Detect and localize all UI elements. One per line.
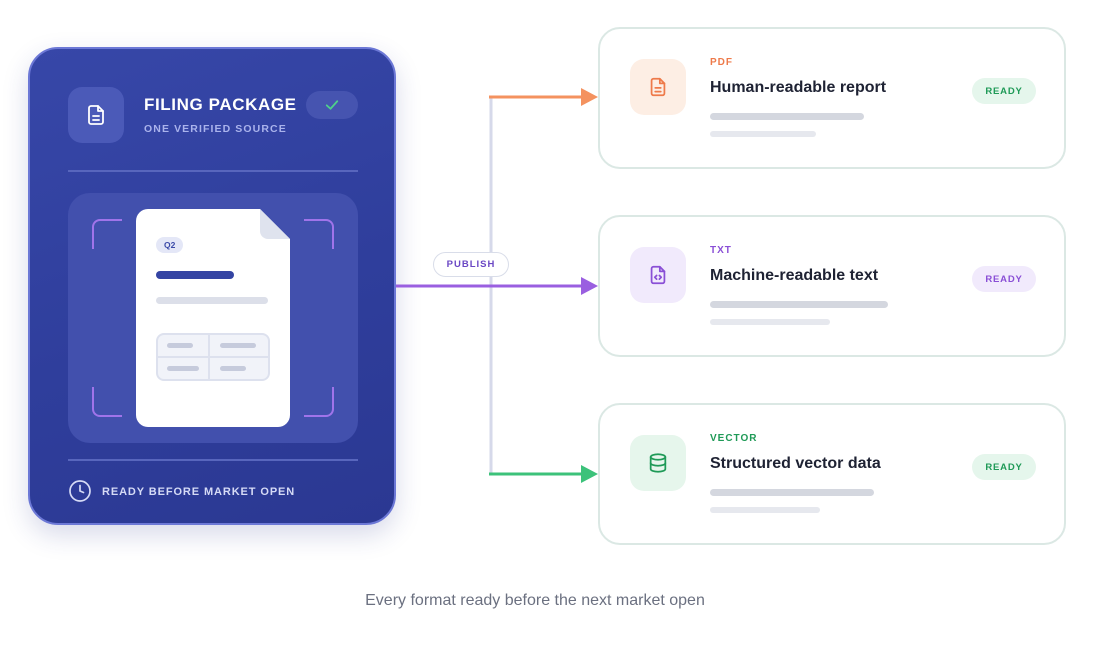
- txt-icon-tile: [630, 247, 686, 303]
- output-title: Structured vector data: [710, 455, 881, 472]
- source-footer: READY BEFORE MARKET OPEN: [102, 486, 296, 498]
- scan-corner: [304, 387, 334, 417]
- document-icon: [650, 77, 666, 97]
- placeholder-line: [710, 113, 864, 120]
- placeholder-line: [710, 301, 888, 308]
- source-card: FILING PACKAGE ONE VERIFIED SOURCE Q2: [28, 47, 396, 525]
- pdf-icon-tile: [630, 59, 686, 115]
- clock-icon: [69, 480, 91, 502]
- source-icon-tile: [68, 87, 124, 143]
- code-file-icon: [650, 265, 666, 285]
- status-badge: READY: [972, 454, 1036, 480]
- source-title: FILING PACKAGE: [144, 95, 297, 114]
- scan-corner: [92, 387, 122, 417]
- output-card-vector: VECTOR Structured vector data READY: [598, 403, 1066, 545]
- placeholder-line: [710, 489, 874, 496]
- document-heading-line: [156, 271, 234, 279]
- placeholder-line: [710, 319, 830, 325]
- status-badge: READY: [972, 266, 1036, 292]
- format-label: VECTOR: [710, 433, 758, 444]
- vector-icon-tile: [630, 435, 686, 491]
- checkmark-icon: [325, 100, 339, 110]
- database-icon: [649, 453, 667, 473]
- publish-label: PUBLISH: [433, 252, 509, 277]
- output-title: Human-readable report: [710, 79, 887, 96]
- diagram-caption: Every format ready before the next marke…: [365, 592, 705, 609]
- output-card-pdf: PDF Human-readable report READY: [598, 27, 1066, 169]
- output-card-txt: TXT Machine-readable text READY: [598, 215, 1066, 357]
- document-text-line: [156, 297, 268, 304]
- document-icon: [88, 105, 104, 125]
- format-label: TXT: [710, 245, 732, 256]
- quarter-badge: Q2: [156, 237, 184, 253]
- scan-corner: [304, 219, 334, 249]
- format-label: PDF: [710, 57, 733, 68]
- arrowhead-txt: [581, 277, 598, 295]
- status-badge: READY: [972, 78, 1036, 104]
- arrowhead-vector: [581, 465, 598, 483]
- header-divider: [68, 170, 358, 172]
- arrowhead-pdf: [581, 88, 598, 106]
- document-sheet: Q2: [136, 209, 290, 427]
- footer-divider: [68, 459, 358, 461]
- document-table: [156, 333, 270, 381]
- output-title: Machine-readable text: [710, 267, 879, 284]
- scan-corner: [92, 219, 122, 249]
- document-preview: Q2: [68, 193, 358, 443]
- verified-badge: [306, 91, 358, 119]
- source-subtitle: ONE VERIFIED SOURCE: [144, 123, 287, 135]
- placeholder-line: [710, 507, 820, 513]
- placeholder-line: [710, 131, 816, 137]
